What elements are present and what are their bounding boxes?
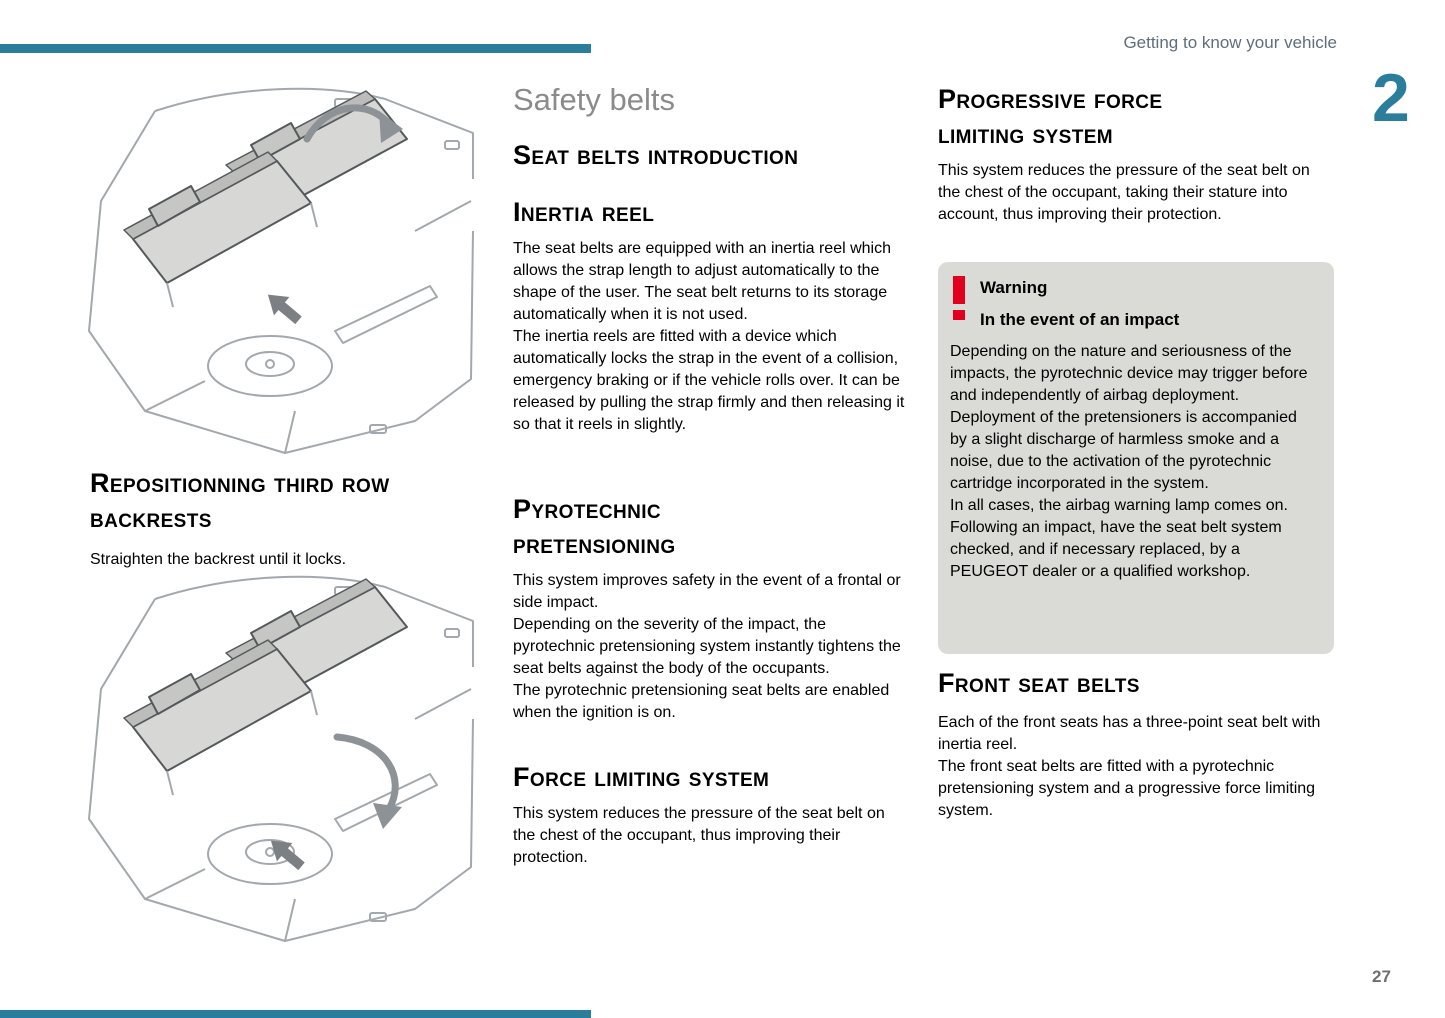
warning-exclamation-icon (952, 275, 966, 320)
exclamation-dot (953, 310, 965, 320)
inertia-reel-heading: Inertia reel (513, 197, 655, 227)
progressive-force-limiting-text: This system reduces the pressure of the … (938, 160, 1335, 226)
warning-text: Depending on the nature and seriousness … (950, 341, 1318, 583)
paragraph: Following an impact, have the seat belt … (950, 519, 1282, 580)
inertia-reel-text: The seat belts are equipped with an iner… (513, 238, 907, 436)
paragraph: In all cases, the airbag warning lamp co… (950, 497, 1288, 514)
paragraph: Depending on the nature and seriousness … (950, 343, 1308, 492)
heading-line: backrests (90, 503, 212, 534)
paragraph: This system reduces the pressure of the … (513, 805, 885, 866)
top-accent-bar (0, 44, 591, 53)
warning-subtitle: In the event of an impact (980, 310, 1180, 329)
third-row-seats-fold-illustration-2 (85, 568, 475, 950)
chapter-number: 2 (1372, 60, 1410, 136)
paragraph: This system improves safety in the event… (513, 572, 901, 611)
warning-title: Warning (980, 278, 1048, 297)
left-caption: Straighten the backrest until it locks. (90, 551, 347, 568)
third-row-seats-fold-illustration-1 (85, 80, 475, 462)
heading-line: limiting system (938, 119, 1114, 150)
paragraph: The inertia reels are fitted with a devi… (513, 328, 905, 433)
seat-illustration-svg-1 (88, 87, 474, 454)
heading-line: pretensioning (513, 529, 676, 560)
heading-line: Progressive force (938, 84, 1163, 114)
exclamation-bar (953, 276, 965, 304)
force-limiting-system-heading: Force limiting system (513, 762, 770, 792)
force-limiting-system-text: This system reduces the pressure of the … (513, 803, 907, 869)
pyrotechnic-pretensioning-text: This system improves safety in the event… (513, 570, 907, 724)
paragraph: The front seat belts are fitted with a p… (938, 758, 1316, 819)
paragraph: Depending on the severity of the impact,… (513, 616, 901, 677)
progressive-force-limiting-heading: Progressive force limiting system (938, 82, 1298, 152)
seat-belts-introduction-heading: Seat belts introduction (513, 140, 799, 170)
paragraph: The seat belts are equipped with an iner… (513, 240, 891, 323)
seat-illustration-svg-2 (88, 575, 474, 942)
front-seat-belts-text: Each of the front seats has a three-poin… (938, 712, 1335, 822)
chapter-breadcrumb: Getting to know your vehicle (1123, 33, 1337, 52)
pyrotechnic-pretensioning-heading: Pyrotechnic pretensioning (513, 492, 773, 562)
page-title: Safety belts (513, 82, 675, 117)
paragraph: The pyrotechnic pretensioning seat belts… (513, 682, 890, 721)
paragraph: Each of the front seats has a three-poin… (938, 714, 1321, 753)
heading-line: Pyrotechnic (513, 494, 662, 524)
bottom-accent-bar (0, 1010, 591, 1018)
left-section-heading: Repositionning third row backrests (90, 466, 490, 536)
warning-box: Warning In the event of an impact Depend… (938, 262, 1334, 654)
page-number: 27 (1372, 967, 1391, 986)
front-seat-belts-heading: Front seat belts (938, 668, 1140, 698)
paragraph: This system reduces the pressure of the … (938, 162, 1310, 223)
heading-line: Repositionning third row (90, 468, 390, 498)
